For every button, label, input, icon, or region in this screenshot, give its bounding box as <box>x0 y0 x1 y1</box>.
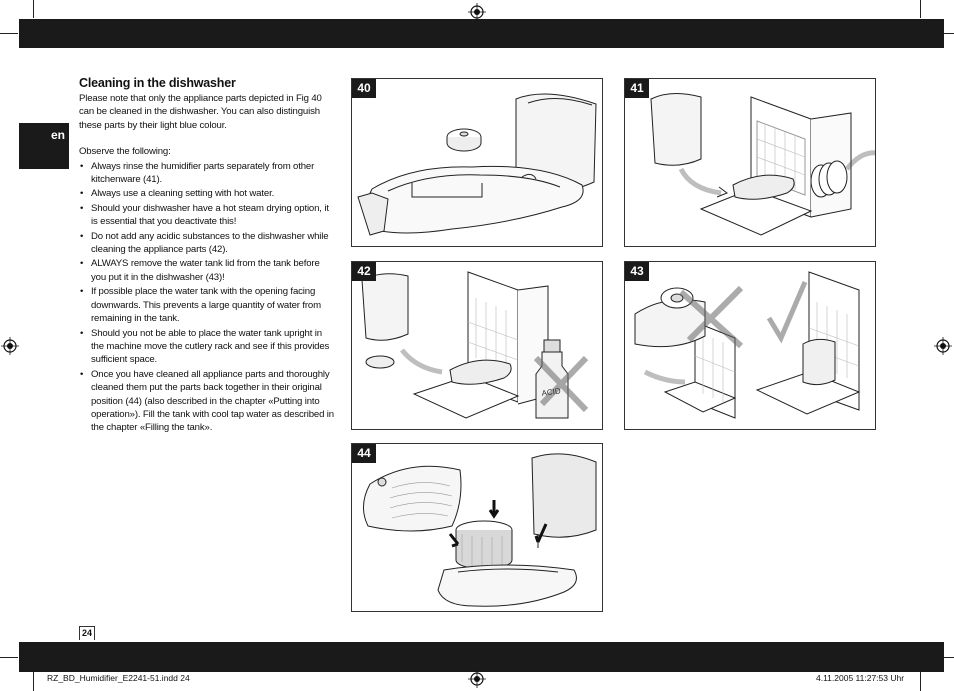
crop-mark-tr-h <box>936 33 954 34</box>
figure-number: 41 <box>625 79 649 98</box>
observe-paragraph: Observe the following: <box>79 146 171 158</box>
figure-40: 40 <box>351 78 603 247</box>
figure-41: 41 <box>624 78 876 247</box>
list-item: Always use a cleaning setting with hot w… <box>79 187 335 201</box>
figure-42-illustration: ACID <box>361 271 589 419</box>
page-number: 24 <box>79 626 95 640</box>
list-item: Should your dishwasher have a hot steam … <box>79 202 335 229</box>
figure-43: 43 <box>624 261 876 430</box>
list-item: If possible place the water tank with th… <box>79 285 335 325</box>
crop-mark-bl-v <box>33 672 34 691</box>
header-band <box>19 19 944 48</box>
list-item: Always rinse the humidifier parts separa… <box>79 160 335 187</box>
crop-mark-tr-v <box>920 0 921 18</box>
crop-mark-tl-v <box>33 0 34 18</box>
crop-mark-br-v <box>920 672 921 691</box>
footer-band <box>19 642 944 672</box>
crop-mark-bl-h <box>0 657 18 658</box>
figure-number: 44 <box>352 444 376 463</box>
figure-44-illustration <box>363 453 597 607</box>
figure-42: ACID 42 <box>351 261 603 430</box>
language-tab: en <box>19 123 69 169</box>
figure-44: 44 <box>351 443 603 612</box>
acid-label: ACID <box>541 386 561 398</box>
footer-timestamp: 4.11.2005 11:27:53 Uhr <box>816 673 905 683</box>
list-item: Should you not be able to place the wate… <box>79 327 335 367</box>
registration-mark-top-icon <box>468 3 486 21</box>
figure-number: 43 <box>625 262 649 281</box>
list-item: Do not add any acidic substances to the … <box>79 230 335 257</box>
registration-mark-left-icon <box>1 337 19 355</box>
footer-filename: RZ_BD_Humidifier_E2241-51.indd 24 <box>47 673 190 683</box>
figure-40-illustration <box>357 93 597 236</box>
figure-43-illustration <box>634 271 861 419</box>
registration-mark-right-icon <box>934 337 952 355</box>
list-item: ALWAYS remove the water tank lid from th… <box>79 257 335 284</box>
section-heading: Cleaning in the dishwasher <box>79 76 236 90</box>
text-column: Cleaning in the dishwasher Please note t… <box>79 76 335 435</box>
figure-41-illustration <box>650 93 875 236</box>
registration-mark-bottom-icon <box>468 670 486 688</box>
figure-number: 42 <box>352 262 376 281</box>
crop-mark-tl-h <box>0 33 18 34</box>
figure-number: 40 <box>352 79 376 98</box>
list-item: Once you have cleaned all appliance part… <box>79 368 335 435</box>
instruction-list: Always rinse the humidifier parts separa… <box>79 160 335 435</box>
crop-mark-br-h <box>936 657 954 658</box>
intro-paragraph: Please note that only the appliance part… <box>79 93 322 131</box>
